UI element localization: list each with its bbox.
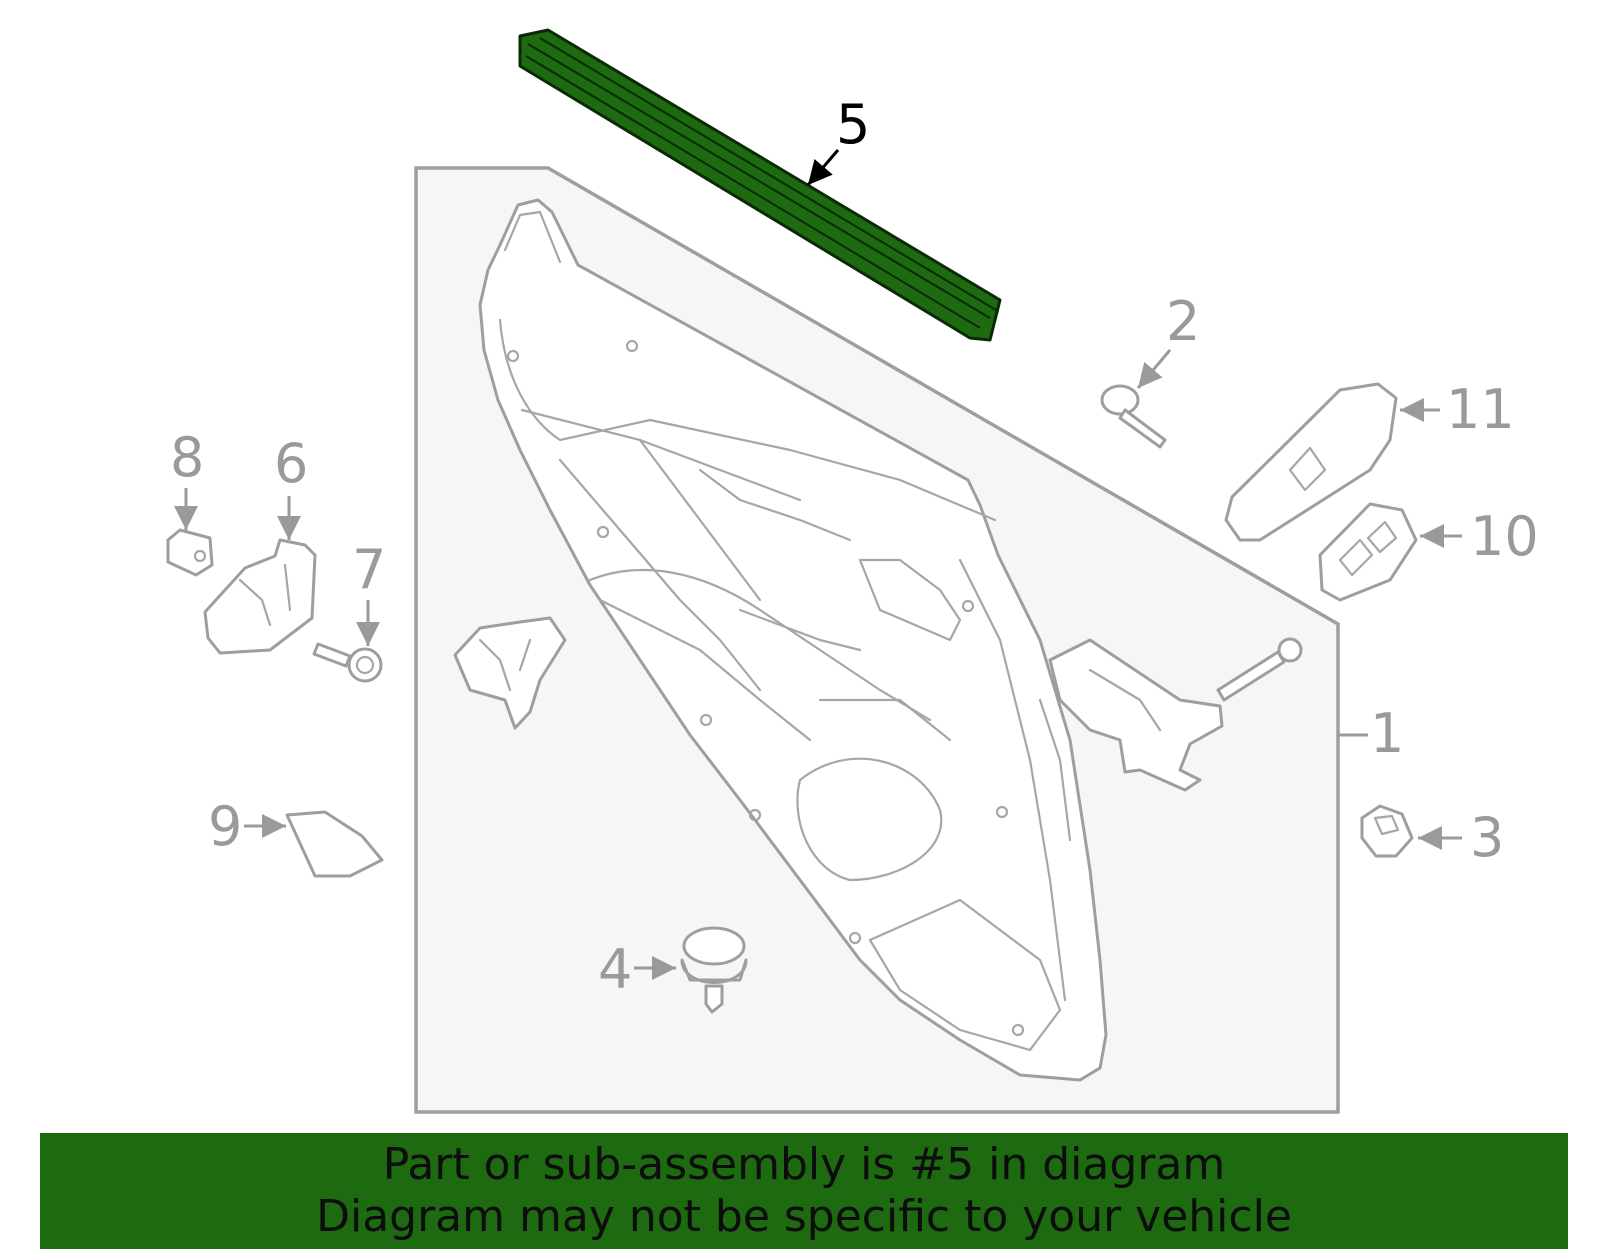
callout-3: 3 — [1470, 806, 1504, 869]
handle-bolt — [1216, 637, 1303, 702]
inner-handle-assembly — [1048, 638, 1224, 792]
callout-10: 10 — [1470, 505, 1539, 568]
callout-2: 2 — [1166, 290, 1200, 353]
part-8-clip[interactable] — [166, 528, 214, 577]
callout-11: 11 — [1446, 378, 1515, 441]
leader-lines — [174, 149, 1462, 980]
door-trim-panel — [478, 198, 1108, 1082]
callout-5: 5 — [836, 93, 870, 156]
part-11-switch-bezel[interactable] — [1224, 382, 1398, 542]
part-7-bolt[interactable] — [312, 642, 383, 683]
leader-2 — [1136, 349, 1172, 389]
callout-9: 9 — [208, 795, 242, 858]
callout-7: 7 — [352, 538, 386, 601]
part-9-cover[interactable] — [285, 810, 384, 878]
part-5-weatherstrip[interactable] — [518, 28, 1002, 342]
callout-6: 6 — [274, 432, 308, 495]
part-4-push-pin[interactable] — [680, 926, 748, 1014]
callout-8: 8 — [170, 426, 204, 489]
callout-1: 1 — [1370, 702, 1404, 765]
part-10-window-switch[interactable] — [1318, 502, 1418, 602]
info-banner: Part or sub-assembly is #5 in diagram Di… — [40, 1133, 1568, 1249]
banner-line-2: Diagram may not be specific to your vehi… — [316, 1191, 1292, 1242]
leader-5 — [806, 149, 840, 186]
part-2-screw[interactable] — [1100, 384, 1167, 449]
banner-line-1: Part or sub-assembly is #5 in diagram — [382, 1139, 1226, 1190]
part-6-bracket[interactable] — [203, 538, 317, 655]
bracket-left — [453, 616, 567, 730]
callout-4: 4 — [598, 938, 632, 1001]
part-3-nut[interactable] — [1360, 804, 1414, 858]
